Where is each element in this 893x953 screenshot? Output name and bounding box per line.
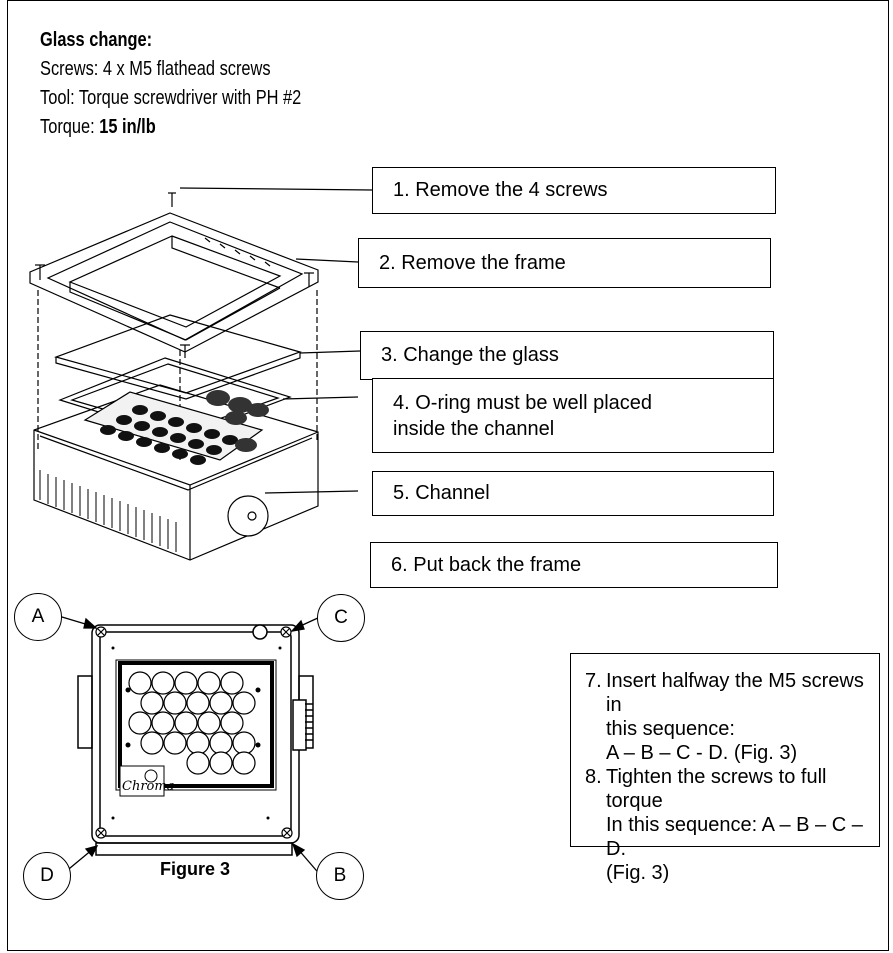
step-7-line-1: Insert halfway the M5 screws in (606, 670, 864, 716)
section-title: Glass change: (40, 29, 153, 51)
callout-a: A (14, 593, 62, 641)
front-view-fixture (77, 624, 314, 856)
callout-d: D (23, 852, 71, 900)
torque-spec: Torque: 15 in/lb (40, 113, 301, 142)
brand-logo: Chroma (119, 765, 174, 797)
tool-spec: Tool: Torque screwdriver with PH #2 (40, 87, 302, 109)
step-5-text: 5. Channel (393, 482, 490, 504)
step-8-line-3: (Fig. 3) (606, 862, 670, 884)
sequence-steps-box: 7. Insert halfway the M5 screws in this … (570, 653, 880, 884)
step-3-box: 3. Change the glass (360, 331, 774, 380)
step-1-text: 1. Remove the 4 screws (393, 179, 608, 201)
leader-line-5 (264, 490, 359, 494)
step-7-line-3: A – B – C - D. (Fig. 3) (606, 742, 798, 764)
header-block: Glass change: Screws: 4 x M5 flathead sc… (40, 26, 301, 142)
logo-text: Chroma (122, 779, 174, 794)
led-array-exploded (100, 405, 238, 465)
frame-window (68, 235, 282, 328)
step-4-line-1: 4. O-ring must be well placed (393, 391, 653, 414)
step-number: 8. (585, 766, 602, 788)
step-6-box: 6. Put back the frame (370, 542, 778, 588)
leader-line-1 (179, 187, 373, 191)
step-6-text: 6. Put back the frame (391, 553, 582, 576)
led-array-front (128, 671, 256, 775)
step-1-box: 1. Remove the 4 screws (372, 167, 776, 214)
screws-spec: Screws: 4 x M5 flathead screws (40, 58, 271, 80)
leader-line-4 (282, 396, 359, 400)
callout-b: B (316, 852, 364, 900)
step-8-line-2: In this sequence: A – B – C – D. (606, 814, 863, 860)
step-2-text: 2. Remove the frame (379, 251, 566, 274)
step-3-text: 3. Change the glass (381, 344, 559, 366)
step-2-box: 2. Remove the frame (358, 238, 771, 288)
step-7-line-2: this sequence: (606, 718, 735, 740)
sequence-step-8: 8. Tighten the screws to full torque In … (585, 765, 869, 861)
glass-plate (54, 314, 302, 394)
step-4-line-2: inside the channel (393, 417, 555, 440)
leader-line-3 (299, 350, 361, 354)
torque-label: Torque: (40, 116, 100, 138)
step-5-box: 5. Channel (372, 471, 774, 516)
frame-outer (29, 212, 319, 353)
callout-c: C (317, 594, 365, 642)
screw-right (304, 272, 314, 287)
step-number: 7. (585, 670, 602, 692)
leader-line-2 (295, 258, 359, 263)
step-8-line-1: Tighten the screws to full torque (606, 766, 827, 812)
figure-caption: Figure 3 (160, 859, 231, 879)
screw-top (168, 192, 176, 207)
sequence-step-7: 7. Insert halfway the M5 screws in this … (585, 669, 869, 765)
step-4-box: 4. O-ring must be well placed inside the… (372, 378, 774, 453)
torque-value: 15 in/lb (99, 116, 156, 138)
page-border (7, 0, 889, 951)
